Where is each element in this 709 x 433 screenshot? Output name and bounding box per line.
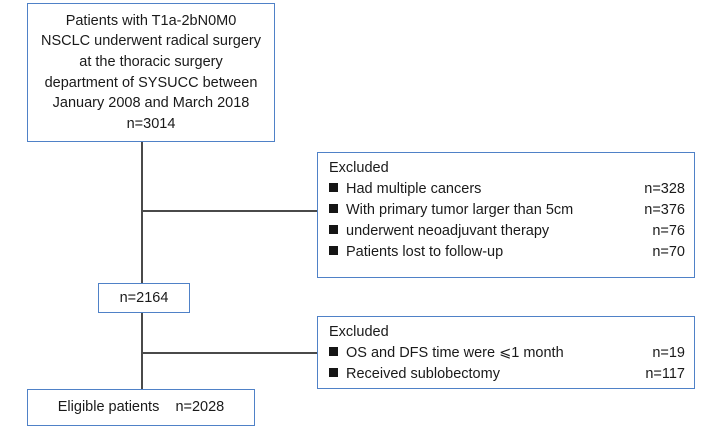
exclusion-reason: OS and DFS time were ⩽1 month [346,345,564,361]
eligible-patients-label: Eligible patients n=2028 [57,399,225,415]
exclusion-2-title: Excluded [329,324,389,340]
exclusion-1-title: Excluded [329,160,389,176]
cohort-line-3: at the thoracic surgery [79,53,223,70]
bullet-square-icon [329,204,338,213]
exclusion-reason: Patients lost to follow-up [346,244,504,260]
cohort-box-enrolled: Patients with T1a-2bN0M0 NSCLC underwent… [27,3,275,142]
exclusion-count: n=70 [652,244,685,260]
connector-vertical-bottom [141,312,143,390]
cohort-line-5: January 2008 and March 2018 [52,95,250,112]
connector-vertical-top [141,141,143,283]
exclusion-reason: underwent neoadjuvant therapy [346,223,550,239]
exclusion-count: n=19 [652,345,685,361]
cohort-count-enrolled: n=3014 [126,115,176,132]
exclusion-1-list: Had multiple cancers n=328 With primary … [329,179,685,263]
exclusion-reason: Received sublobectomy [346,366,500,382]
connector-horizontal-exclusion-2 [141,352,318,354]
list-item: OS and DFS time were ⩽1 month n=19 [329,343,685,364]
cohort-line-4: department of SYSUCC between [44,74,258,91]
exclusion-count: n=76 [652,223,685,239]
list-item: With primary tumor larger than 5cm n=376 [329,200,685,221]
exclusion-count: n=376 [644,202,685,218]
list-item: Had multiple cancers n=328 [329,179,685,200]
exclusion-box-2: Excluded OS and DFS time were ⩽1 month n… [317,316,695,389]
list-item: Patients lost to follow-up n=70 [329,242,685,263]
bullet-square-icon [329,347,338,356]
cohort-count-remaining: n=2164 [119,289,169,306]
bullet-square-icon [329,183,338,192]
exclusion-box-1: Excluded Had multiple cancers n=328 With… [317,152,695,278]
bullet-square-icon [329,246,338,255]
exclusion-reason: Had multiple cancers [346,181,482,197]
exclusion-count: n=328 [644,181,685,197]
list-item: underwent neoadjuvant therapy n=76 [329,221,685,242]
cohort-line-1: Patients with T1a-2bN0M0 [65,12,237,29]
exclusion-count: n=117 [645,366,685,382]
bullet-square-icon [329,368,338,377]
cohort-line-2: NSCLC underwent radical surgery [40,33,261,50]
exclusion-reason: With primary tumor larger than 5cm [346,202,574,218]
bullet-square-icon [329,225,338,234]
exclusion-2-list: OS and DFS time were ⩽1 month n=19 Recei… [329,343,685,385]
list-item: Received sublobectomy n=117 [329,364,685,385]
cohort-box-eligible: Eligible patients n=2028 [27,389,255,426]
cohort-box-after-exclusion-1: n=2164 [98,283,190,313]
connector-horizontal-exclusion-1 [141,210,318,212]
